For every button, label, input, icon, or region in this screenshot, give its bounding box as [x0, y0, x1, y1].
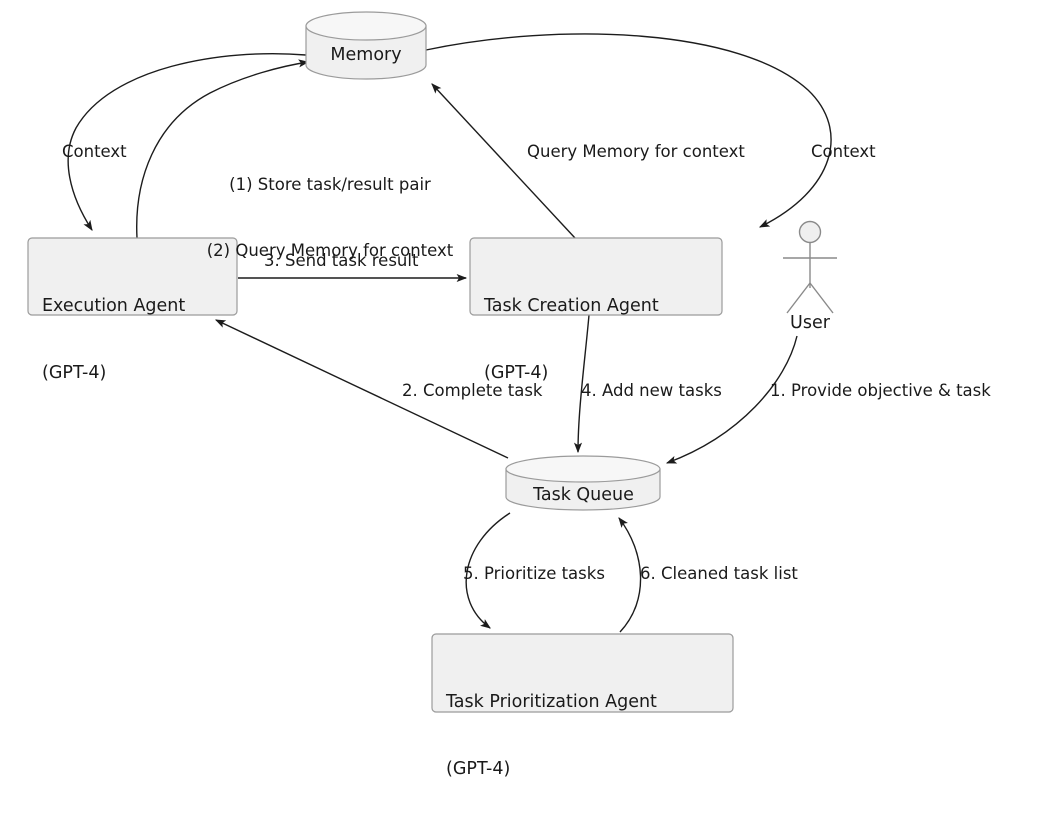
edge-task-prioritization-agent-to-task-queue	[618, 517, 642, 633]
node-task-creation-agent[interactable]	[469, 237, 723, 316]
query-memory-for-context-label: (2) Query Memory for context	[206, 241, 454, 260]
node-user-actor[interactable]	[783, 220, 837, 314]
edge-label-execution-agent-to-task-creation-agent: 3. Send task result	[264, 251, 419, 270]
edge-user-to-task-queue	[665, 335, 798, 464]
edge-label-memory-to-execution-agent: Context	[62, 142, 127, 161]
edge-label-memory-to-task-creation-agent: Context	[811, 142, 876, 161]
edge-execution-agent-to-memory	[136, 59, 310, 239]
edge-task-queue-to-task-prioritization-agent	[465, 512, 511, 629]
edge-label-task-creation-agent-to-memory: Query Memory for context	[527, 142, 745, 161]
diagram-canvas: Memory Execution Agent (GPT-4) Task Crea…	[27, 11, 991, 779]
edge-label-task-queue-to-task-prioritization-agent: 5. Prioritize tasks	[463, 564, 605, 583]
edge-label-task-creation-agent-to-task-queue: 4. Add new tasks	[581, 381, 722, 400]
task-prioritization-agent-model: (GPT-4)	[446, 759, 511, 779]
edge-label-task-queue-to-execution-agent: 2. Complete task	[402, 381, 543, 400]
edge-label-execution-agent-to-memory: (1) Store task/result pair (2) Query Mem…	[180, 130, 480, 306]
task-queue-shape	[505, 455, 661, 511]
edge-task-queue-to-execution-agent	[214, 319, 509, 459]
diagram-graphics	[27, 11, 837, 713]
edge-label-task-prioritization-agent-to-task-queue: 6. Cleaned task list	[640, 564, 798, 583]
node-memory[interactable]	[305, 11, 427, 80]
node-execution-agent[interactable]	[27, 237, 238, 316]
edge-task-creation-agent-to-task-queue	[573, 314, 590, 454]
store-task-result-pair-label: (1) Store task/result pair	[229, 175, 431, 194]
edge-memory-to-execution-agent	[67, 52, 307, 231]
edge-memory-to-task-creation-agent	[425, 33, 832, 228]
node-task-prioritization-agent[interactable]	[431, 633, 734, 713]
edge-label-user-to-task-queue: 1. Provide objective & task	[770, 381, 991, 400]
edge-task-creation-agent-to-memory	[431, 83, 576, 239]
